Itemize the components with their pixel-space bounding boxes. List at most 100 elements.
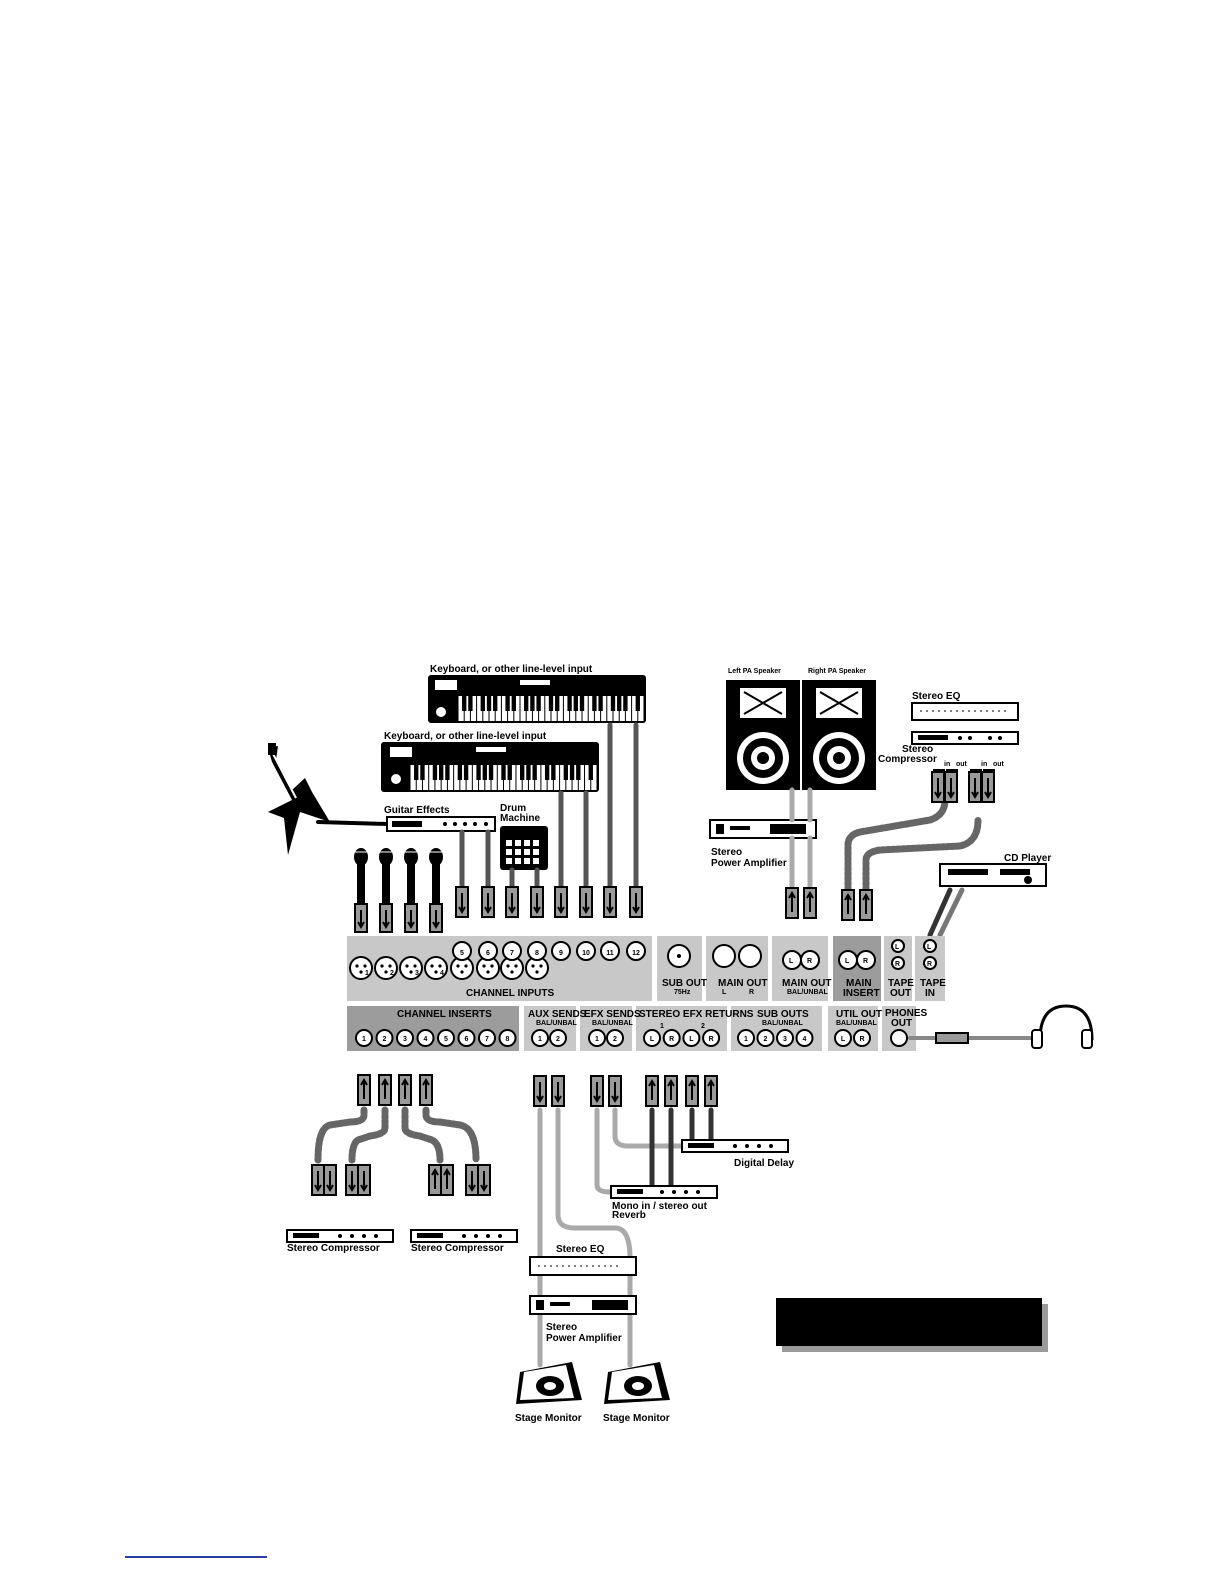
drum-machine-label-2: Machine	[500, 813, 540, 824]
black-key	[573, 696, 578, 711]
channel-number: 9	[559, 950, 563, 957]
util-out-label: UTIL OUT	[836, 1009, 882, 1020]
xlr-pin	[388, 964, 392, 968]
quarter-inch-jack	[478, 1029, 496, 1047]
arrow-down-icon	[554, 1082, 562, 1103]
aux-sends-sub: BAL/UNBAL	[536, 1020, 578, 1027]
quarter-inch-jack	[776, 1029, 794, 1047]
xlr-pin	[438, 964, 442, 968]
black-key	[432, 765, 438, 780]
jack-label: 8	[506, 1036, 510, 1043]
main-out-xlr-r: R	[749, 989, 754, 996]
xlr-pin	[384, 970, 388, 974]
black-key	[536, 696, 541, 711]
left-pa-speaker: Left PA Speaker	[726, 668, 800, 790]
arrow-down-icon	[971, 778, 979, 799]
stereo-power-amplifier-top: Stereo Power Amplifier	[709, 819, 817, 869]
jack-label: R	[669, 1036, 674, 1043]
black-key	[563, 765, 569, 780]
arrow-down-icon	[468, 1171, 476, 1192]
channel-inserts-label: CHANNEL INSERTS	[397, 1009, 492, 1020]
arrow-up-icon	[443, 1168, 451, 1189]
output-plugs	[311, 1074, 718, 1196]
stereo-eq-bottom: Stereo EQ	[529, 1244, 637, 1276]
power-amp-top-label-2: Power Amplifier	[711, 858, 787, 869]
black-key	[488, 765, 494, 780]
jack-label: 5	[444, 1036, 448, 1043]
black-key	[438, 765, 444, 780]
quarter-inch-jack	[457, 1029, 476, 1047]
quarter-inch-jack	[355, 1029, 373, 1047]
arrow-up-icon	[667, 1079, 675, 1100]
quarter-inch-jack	[437, 1029, 455, 1047]
arrow-down-icon	[348, 1171, 356, 1192]
channel-number: 12	[632, 950, 640, 957]
quarter-inch-jack	[396, 1029, 414, 1047]
microphones	[354, 848, 443, 933]
main-out-r: R	[807, 958, 812, 965]
arrow-down-icon	[557, 893, 565, 914]
arrow-up-icon	[788, 891, 796, 912]
line-input-jack	[527, 941, 547, 961]
guitar-effects-label: Guitar Effects	[384, 805, 450, 816]
reverb-unit: Mono in / stereo out Reverb	[610, 1185, 718, 1221]
tape-in-label-2: IN	[925, 988, 935, 999]
black-key	[592, 696, 597, 711]
channel-number: 4	[440, 970, 444, 977]
stage-monitor-2-label: Stage Monitor	[603, 1413, 670, 1424]
microphone-icon	[404, 848, 418, 866]
stereo-eq-top-label: Stereo EQ	[912, 691, 961, 702]
arrow-up-icon	[360, 1078, 368, 1099]
channel-number: 3	[415, 970, 419, 977]
left-speaker-label: Left PA Speaker	[728, 668, 781, 675]
channel-number: 5	[460, 950, 464, 957]
quarter-inch-jack	[588, 1029, 606, 1047]
right-pa-speaker: Right PA Speaker	[802, 668, 876, 790]
arrow-down-icon	[536, 1082, 544, 1103]
main-out-xlr-l: L	[722, 989, 727, 996]
main-insert-r: R	[863, 958, 868, 965]
arrow-up-icon	[422, 1078, 430, 1099]
black-key	[520, 765, 525, 780]
drum-pad	[533, 840, 539, 846]
comp-out-label: out	[956, 761, 968, 768]
channel-number: 10	[582, 950, 590, 957]
xlr-pin	[506, 964, 510, 968]
arrow-down-icon	[484, 893, 492, 914]
keyboard-top: Keyboard, or other line-level input	[428, 664, 646, 723]
microphone-icon	[429, 848, 443, 866]
channel-number: 2	[390, 970, 394, 977]
arrow-up-icon	[648, 1079, 656, 1100]
main-insert-l: L	[845, 958, 850, 965]
xlr-pin	[464, 964, 468, 968]
efx-sends-label: EFX SENDS	[584, 1009, 641, 1020]
arrow-up-icon	[381, 1078, 389, 1099]
black-key	[569, 765, 575, 780]
quarter-inch-jack	[375, 1029, 394, 1047]
quarter-inch-jack	[853, 1029, 871, 1047]
jack-label: 2	[383, 1036, 387, 1043]
drum-pad	[533, 849, 539, 855]
jack-label: 7	[485, 1036, 489, 1043]
compressor-right-label: Stereo Compressor	[411, 1243, 504, 1254]
arrow-down-icon	[984, 778, 992, 799]
quarter-inch-jack	[662, 1029, 681, 1047]
quarter-inch-jack	[756, 1029, 775, 1047]
xlr-pin	[456, 964, 460, 968]
arrow-down-icon	[360, 1171, 368, 1192]
drum-machine: Drum Machine	[500, 803, 548, 870]
xlr-pin	[482, 964, 486, 968]
stage-monitor-1-label: Stage Monitor	[515, 1413, 582, 1424]
drum-pad	[515, 849, 521, 855]
arrow-down-icon	[606, 893, 614, 914]
jack-label: 2	[764, 1036, 768, 1043]
line-input-jack	[478, 941, 498, 961]
black-key	[445, 765, 450, 780]
jack-label: L	[841, 1036, 846, 1043]
comp-in-label: in	[944, 761, 950, 768]
page-link-underline[interactable]	[125, 1556, 267, 1558]
